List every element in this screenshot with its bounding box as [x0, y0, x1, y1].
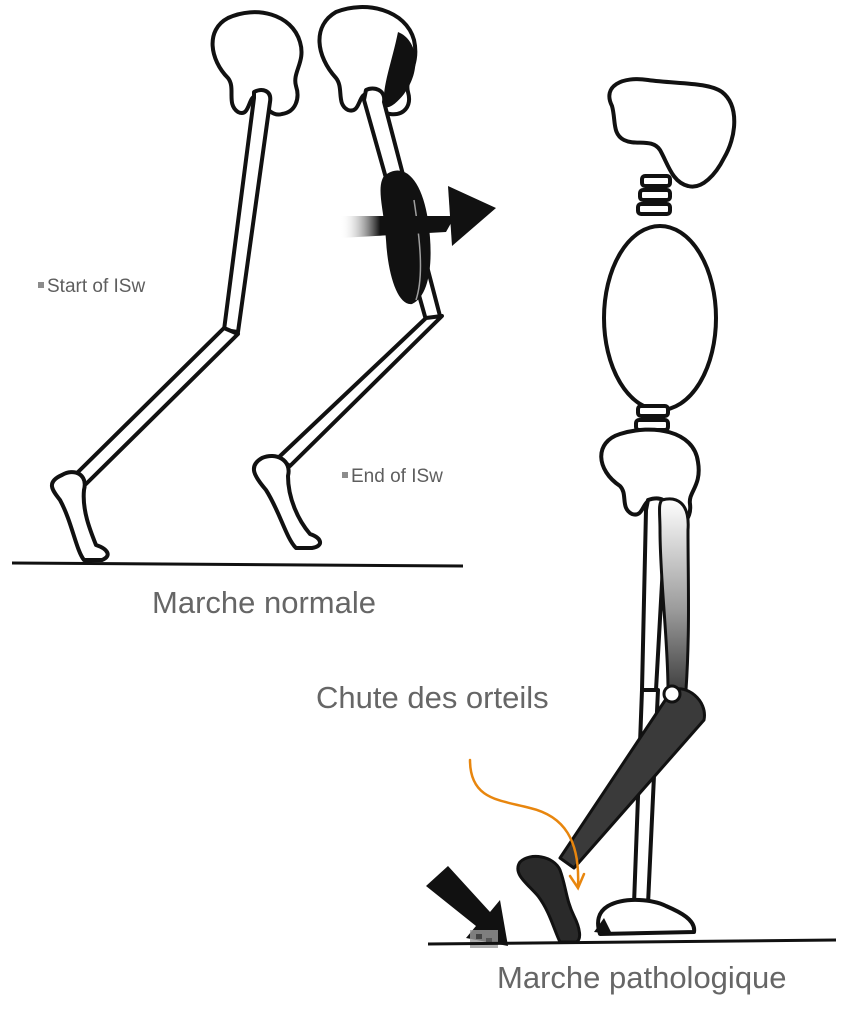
- swing-leg-shaded: [518, 499, 705, 942]
- rib-cage-head: [609, 79, 734, 186]
- femur-left: [224, 90, 270, 332]
- torso: [604, 226, 716, 410]
- tibia-right: [278, 316, 442, 466]
- normal-gait-caption: Marche normale: [152, 585, 376, 621]
- foot-stance: [598, 900, 694, 934]
- foot-swing: [518, 856, 580, 942]
- spine-upper: [638, 176, 670, 214]
- tibia-swing: [560, 689, 704, 868]
- start-isw-text: Start of ISw: [47, 276, 145, 297]
- bullet-icon: [342, 472, 348, 478]
- spine-lower: [636, 406, 668, 430]
- knee-joint-swing: [664, 686, 680, 702]
- foot-right: [254, 456, 320, 548]
- ground-line-normal: [12, 563, 463, 566]
- pathological-gait-caption: Marche pathologique: [497, 960, 787, 996]
- start-isw-label: Start of ISw: [38, 276, 145, 298]
- end-isw-text: End of ISw: [351, 466, 443, 487]
- end-isw-label: End of ISw: [342, 466, 443, 488]
- tibia-left: [74, 328, 238, 484]
- thigh-muscle-shaded: [660, 499, 689, 702]
- hamstring-muscle: [381, 170, 431, 304]
- toe-drop-label: Chute des orteils: [316, 680, 549, 716]
- bullet-icon: [38, 282, 44, 288]
- ground-impact-arrow: [426, 866, 508, 948]
- foot-left: [52, 472, 108, 560]
